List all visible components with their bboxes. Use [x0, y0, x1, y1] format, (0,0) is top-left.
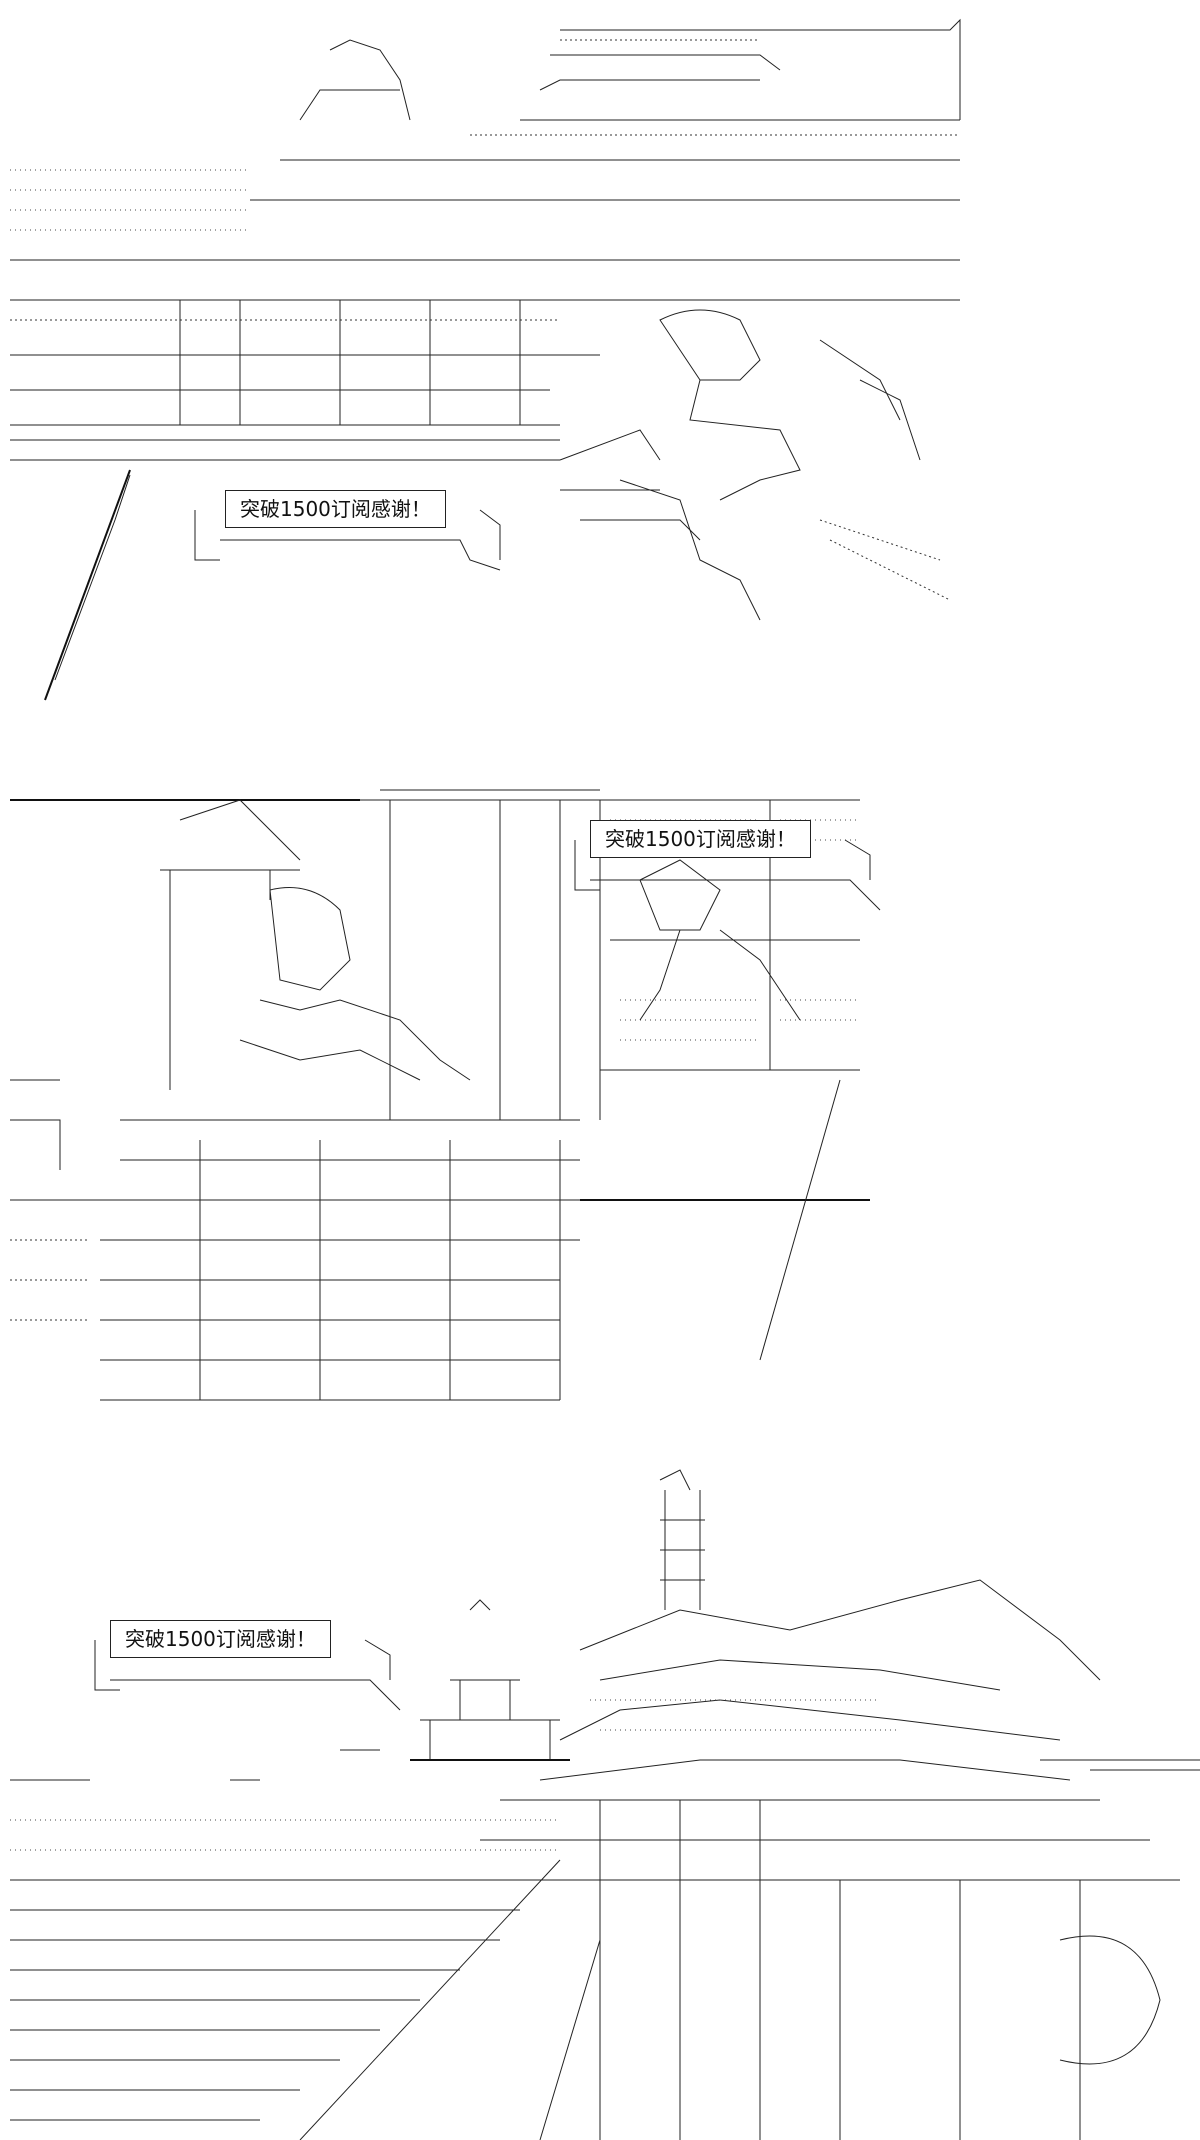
speech-bubble-tail: [574, 839, 881, 911]
speech-bubble-tail: [94, 1639, 401, 1711]
panel-2: 突破1500订阅感谢！: [0, 760, 1200, 1420]
speech-bubble-tail: [194, 509, 501, 571]
speech-text: 突破1500订阅感谢！: [605, 827, 796, 851]
speech-bubble: 突破1500订阅感谢！: [590, 820, 811, 858]
panel-1: 突破1500订阅感谢！: [0, 0, 1200, 720]
speech-bubble: 突破1500订阅感谢！: [225, 490, 446, 528]
panel-3: 突破1500订阅感谢！: [0, 1460, 1200, 2140]
speech-bubble: 突破1500订阅感谢！: [110, 1620, 331, 1658]
panel-3-artwork: [10, 1469, 1200, 2140]
speech-text: 突破1500订阅感谢！: [240, 497, 431, 521]
speech-text: 突破1500订阅感谢！: [125, 1627, 316, 1651]
panel-1-artwork: [10, 18, 961, 701]
